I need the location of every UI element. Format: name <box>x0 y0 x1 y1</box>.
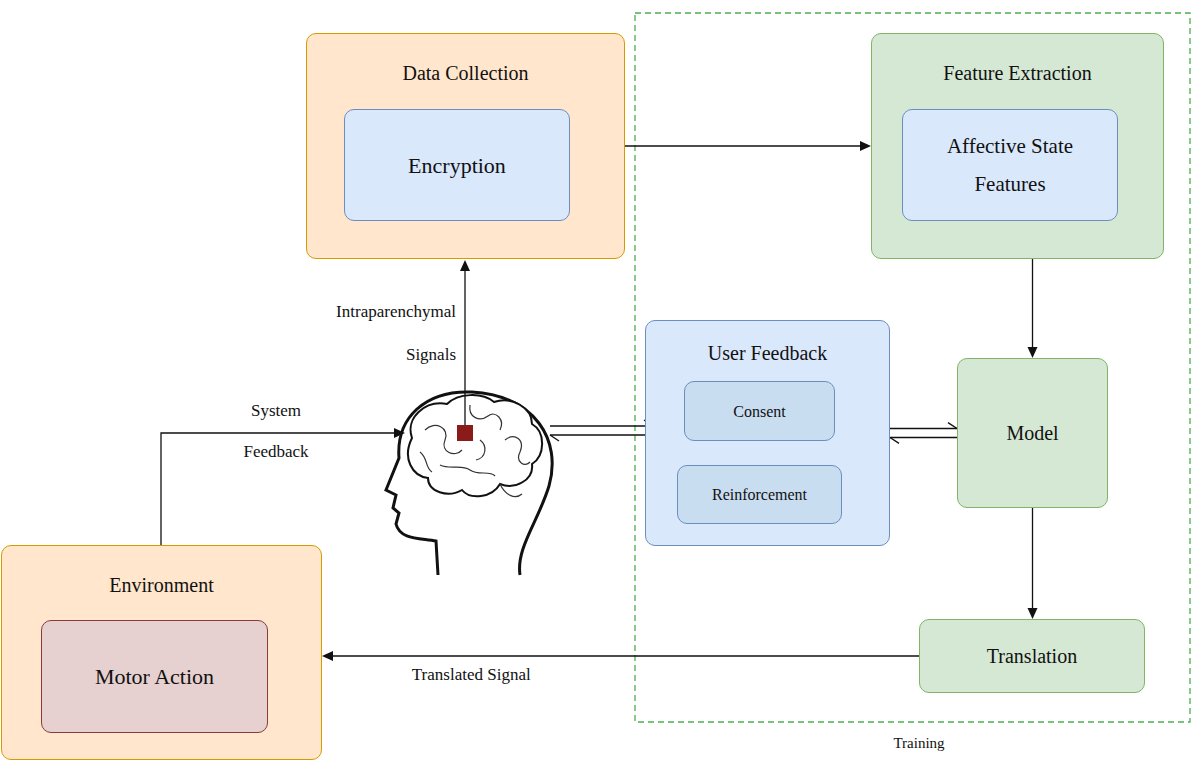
connector <box>625 145 861 146</box>
stage-box: User FeedbackConsentReinforcement <box>645 320 890 546</box>
process-box: Model <box>957 358 1108 508</box>
harpoon-head <box>550 435 559 441</box>
box-label: Encryption <box>400 151 514 180</box>
connector <box>322 651 333 661</box>
process-box: Motor Action <box>41 620 268 733</box>
connector <box>1028 608 1038 619</box>
arrowhead <box>394 428 405 438</box>
signal-label: Intraparenchymal Signals <box>296 290 456 376</box>
process-box: Reinforcement <box>677 465 842 524</box>
brain-outline <box>408 395 542 496</box>
connector <box>1028 347 1038 358</box>
box-title: User Feedback <box>646 340 889 366</box>
harpoon-line <box>550 425 653 426</box>
connector <box>890 438 899 444</box>
box-title: Feature Extraction <box>872 60 1163 86</box>
harpoon-line <box>550 434 653 435</box>
connector <box>332 655 919 656</box>
box-label: Translation <box>979 643 1085 669</box>
connector <box>1032 508 1033 609</box>
process-box: Translation <box>919 619 1145 693</box>
stage-box: Data CollectionEncryption <box>306 33 625 259</box>
signal-line <box>464 270 465 425</box>
brain-gyri <box>420 405 530 497</box>
connector <box>860 141 871 151</box>
connector <box>948 423 957 429</box>
signal-label: System Feedback <box>226 390 326 472</box>
arrowhead <box>460 260 470 271</box>
region-label: Training <box>859 732 979 754</box>
box-label: Motor Action <box>87 662 222 691</box>
box-title: Environment <box>2 572 321 598</box>
box-label: Affective State Features <box>903 127 1117 203</box>
box-title: Data Collection <box>307 60 624 86</box>
stage-box: Feature ExtractionAffective State Featur… <box>871 33 1164 259</box>
connector <box>1032 259 1033 348</box>
process-box: Affective State Features <box>902 109 1118 221</box>
box-label: Consent <box>725 401 793 422</box>
training-region <box>635 13 1190 722</box>
box-label: Model <box>998 420 1066 446</box>
head-outline <box>386 392 552 575</box>
process-box: Encryption <box>344 109 570 221</box>
connector <box>890 437 957 438</box>
electrode <box>457 425 473 441</box>
connector <box>890 428 957 429</box>
process-box: Consent <box>684 381 835 441</box>
box-label: Reinforcement <box>704 484 815 505</box>
edge-label: Translated Signal <box>412 665 531 685</box>
stage-box: EnvironmentMotor Action <box>1 545 322 760</box>
